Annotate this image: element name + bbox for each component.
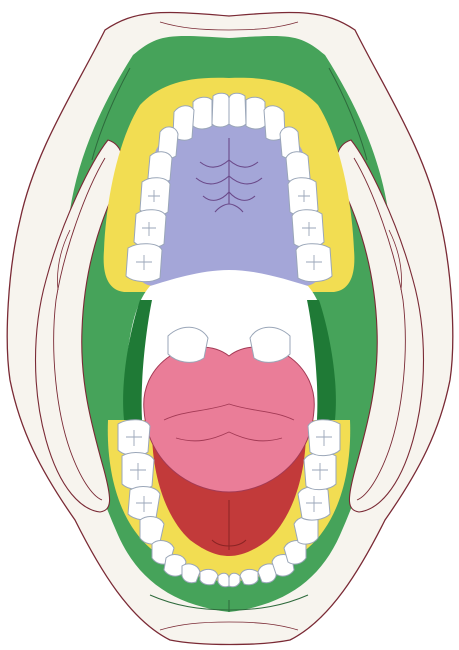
lower-incisor-upper-view [168, 327, 208, 362]
lower-incisor [240, 569, 258, 584]
lower-premolar [140, 517, 164, 545]
lower-incisor [218, 573, 229, 587]
lower-incisor [200, 569, 218, 584]
upper-incisor [246, 97, 265, 129]
lower-incisor [229, 573, 240, 587]
upper-incisor [193, 97, 212, 129]
lower-incisor-upper-view [250, 327, 290, 362]
lower-incisor [182, 564, 200, 583]
upper-incisor [212, 93, 229, 127]
lower-premolar [294, 517, 318, 545]
upper-molar [292, 210, 324, 248]
upper-molar [134, 210, 166, 248]
upper-incisor [229, 93, 246, 127]
